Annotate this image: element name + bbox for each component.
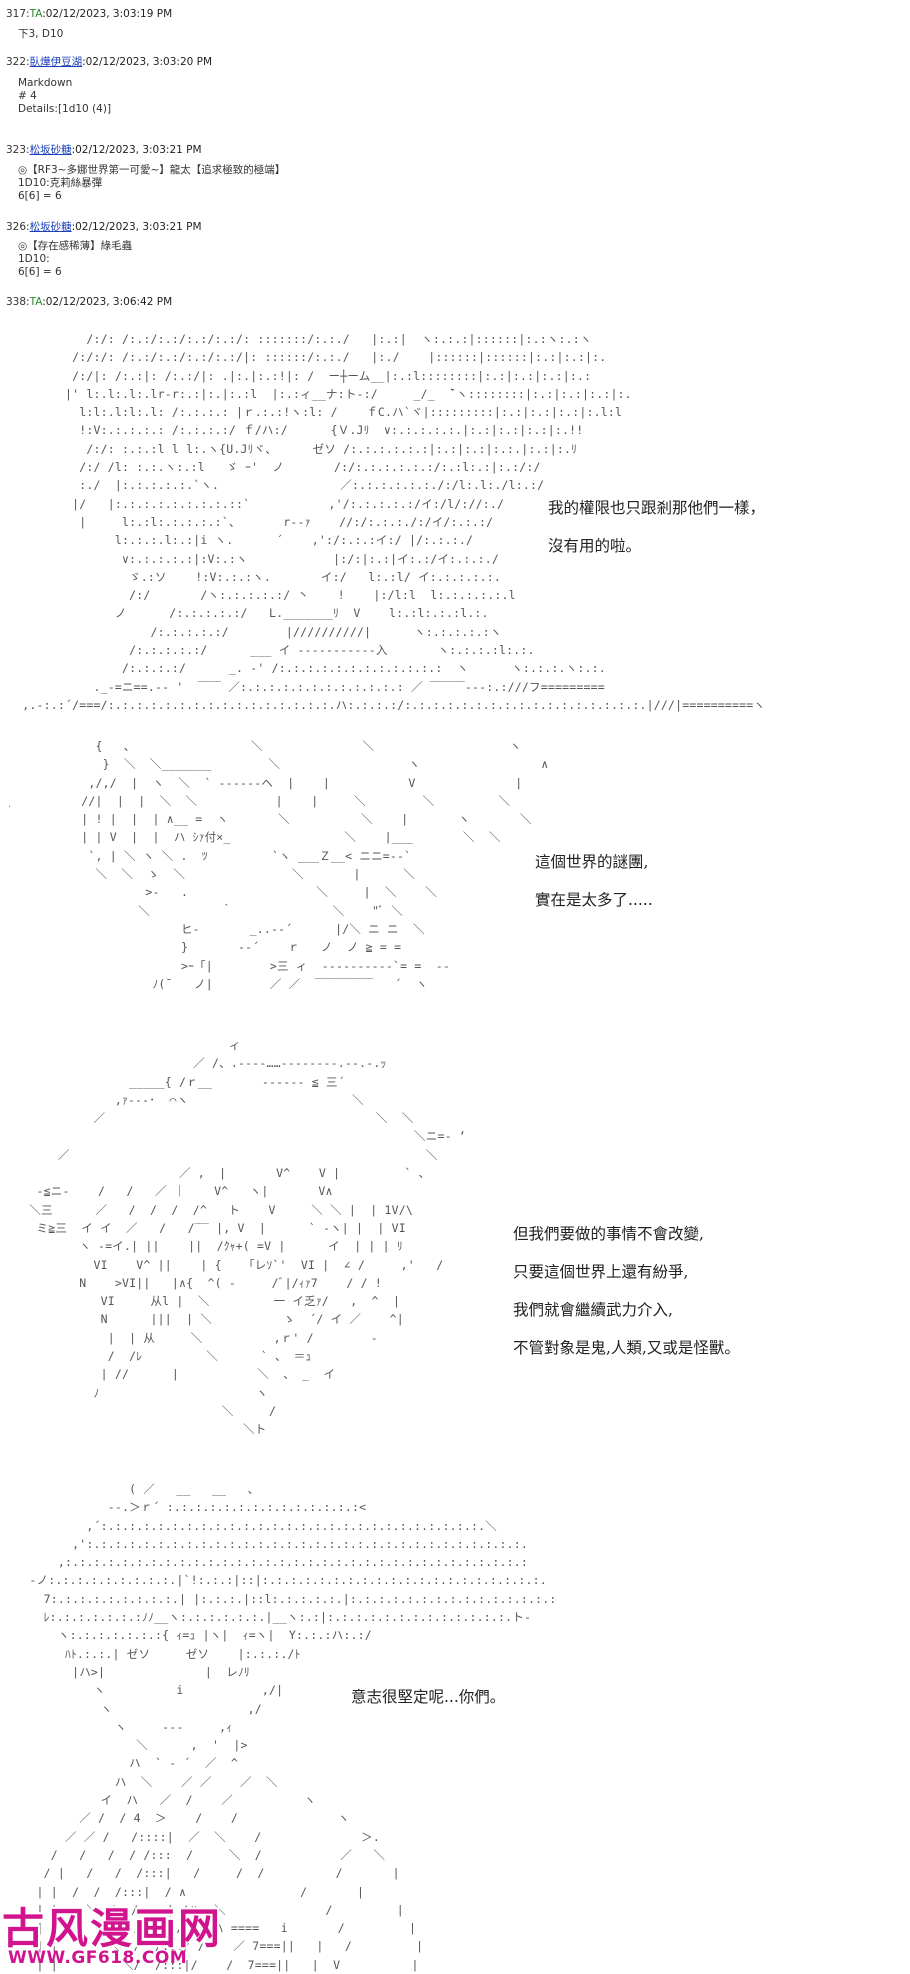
post-date: :02/12/2023, 3:03:20 PM (82, 56, 213, 68)
stray-dot: · (8, 802, 12, 813)
post-header: 317:TA:02/12/2023, 3:03:19 PM (6, 8, 172, 21)
ascii-art-panel-2: { ､ ＼ ＼ ヽ } ＼ ＼_______ ＼ ヽ ∧ ,/,/ | ヽ ＼ … (81, 739, 549, 991)
post-body: ◎【RF3~多娜世界第一可愛~】龍太【追求極致的極端】 1D10:克莉絲暴彈 6… (18, 164, 286, 202)
post-number: 317: (6, 8, 30, 20)
post-date: :02/12/2023, 3:03:21 PM (71, 221, 202, 233)
post-date: :02/12/2023, 3:03:19 PM (42, 8, 173, 20)
post-date: :02/12/2023, 3:03:21 PM (71, 144, 202, 156)
post-body: Markdown # 4 Details:[1d10 (4)] (18, 77, 112, 115)
post-header: 323:松坂砂糖:02/12/2023, 3:03:21 PM (6, 144, 285, 157)
poster-name-link[interactable]: 松坂砂糖 (29, 144, 72, 156)
ascii-art-panel-4: ( ／ __ __ 、 ‐‐.＞ｒ´ :.:.:.:.:.:.:.:.:.:.:… (29, 1482, 557, 1972)
dialogue-panel-4: 意志很堅定呢...你們。 (351, 1688, 506, 1706)
ascii-art-panel-3: ィ ／ /、.-‐‐‐……‐‐‐‐‐‐‐‐.--.-.ｯ _____{ /ｒ__… (29, 1038, 466, 1437)
post-header: 322:臥燁伊豆湖:02/12/2023, 3:03:20 PM (6, 56, 212, 69)
post-number: 338: (6, 296, 30, 308)
watermark-url: WWW.GF618.COM (8, 1948, 188, 1968)
watermark-logo: 古风漫画网 (2, 1904, 223, 1953)
post-323: 323:松坂砂糖:02/12/2023, 3:03:21 PM ◎【RF3~多娜… (6, 144, 285, 203)
dialogue-panel-2: 這個世界的謎團, 實在是太多了..... (535, 853, 653, 909)
poster-name: TA (29, 8, 43, 20)
post-317: 317:TA:02/12/2023, 3:03:19 PM 下3, D10 (6, 8, 172, 41)
post-number: 322: (6, 56, 30, 68)
post-body: ◎【存在感稀薄】綠毛蟲 1D10: 6[6] = 6 (18, 240, 133, 278)
post-date: :02/12/2023, 3:06:42 PM (42, 296, 173, 308)
ascii-art-panel-1: /:/: /:.:/:.:/:.:/:.:/: :::::::/:.:./ |:… (22, 332, 766, 712)
post-body: 下3, D10 (18, 28, 64, 40)
poster-name-link[interactable]: 臥燁伊豆湖 (29, 56, 83, 68)
poster-name: TA (29, 296, 43, 308)
poster-name-link[interactable]: 松坂砂糖 (29, 221, 72, 233)
dialogue-panel-1: 我的權限也只跟剎那他們一樣， 沒有用的啦。 (548, 499, 766, 555)
dialogue-panel-3: 但我們要做的事情不會改變, 只要這個世界上還有紛爭, 我們就會繼續武力介入, 不… (513, 1225, 740, 1357)
post-number: 323: (6, 144, 30, 156)
post-header: 326:松坂砂糖:02/12/2023, 3:03:21 PM (6, 221, 202, 234)
post-header: 338:TA:02/12/2023, 3:06:42 PM (6, 296, 172, 309)
post-326: 326:松坂砂糖:02/12/2023, 3:03:21 PM ◎【存在感稀薄】… (6, 221, 202, 279)
post-322: 322:臥燁伊豆湖:02/12/2023, 3:03:20 PM Markdow… (6, 56, 212, 116)
post-338: 338:TA:02/12/2023, 3:06:42 PM (6, 296, 172, 309)
post-number: 326: (6, 221, 30, 233)
